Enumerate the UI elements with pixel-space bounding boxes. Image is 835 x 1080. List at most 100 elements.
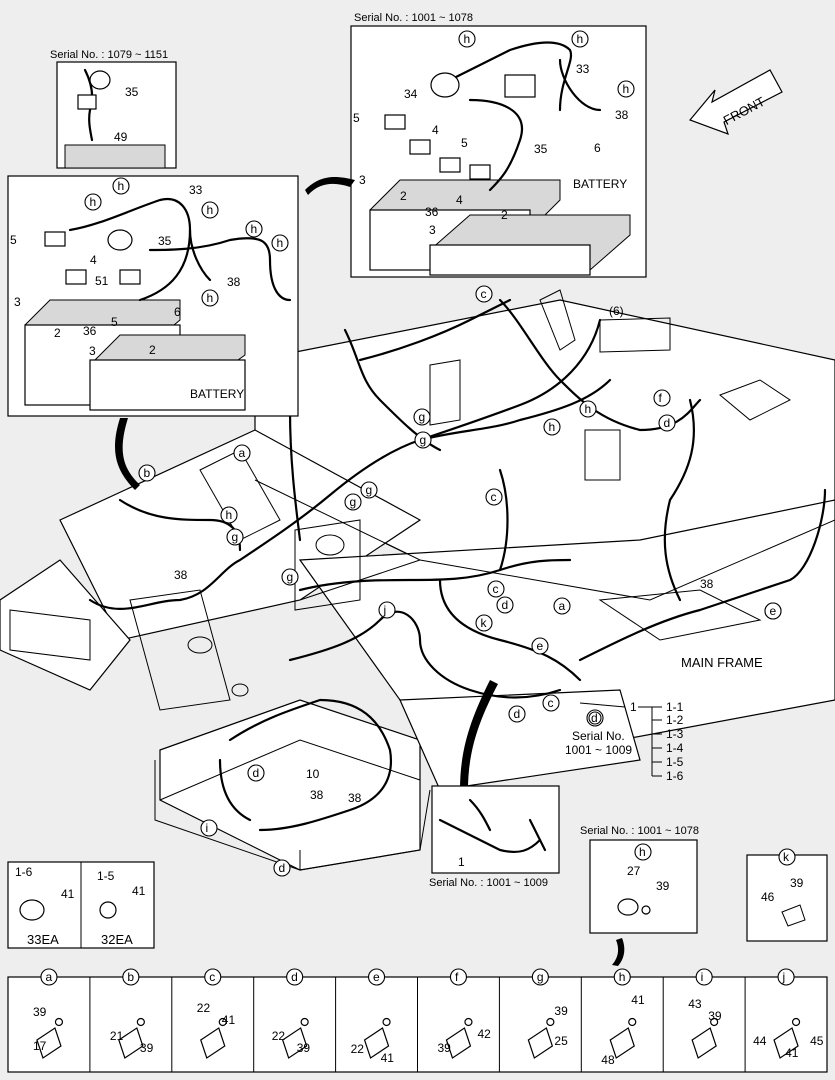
callout-number: (6): [609, 304, 624, 318]
callout-number: 2: [54, 326, 61, 340]
harness-child: 1-3: [666, 727, 684, 741]
harness-child: 1-4: [666, 741, 684, 755]
serial-top-left: Serial No. : 1079 ~ 1151: [50, 49, 168, 61]
callout-circle: [344, 493, 362, 511]
callout-number: 35: [125, 85, 139, 99]
detail-letter-circle: [286, 968, 304, 986]
callout-circle: [281, 568, 299, 586]
callout-letter: g: [419, 410, 426, 424]
part-num: 21: [110, 1029, 124, 1043]
callout-number: 4: [456, 193, 463, 207]
callout-circle: [508, 705, 526, 723]
detail-letter: i: [701, 970, 704, 984]
callout-letter: h: [623, 82, 630, 96]
callout-number: 35: [158, 234, 172, 248]
detail-letter: h: [639, 845, 646, 859]
callout-number: 3: [429, 223, 436, 237]
detail-letter-circle: [122, 968, 140, 986]
main-frame-drawing: [0, 289, 835, 871]
callout-circle: [201, 289, 219, 307]
part-glyph: [118, 1027, 144, 1059]
part-glyph: [363, 1027, 390, 1059]
part-glyph: [281, 1027, 308, 1059]
harness-child: 1-1: [666, 700, 684, 714]
part-glyph: [527, 1027, 554, 1059]
harness-root: 1: [630, 700, 637, 714]
detail-letter-circle: [531, 968, 549, 986]
detail-letter-circle: [777, 968, 795, 986]
callout-letter: h: [277, 236, 284, 250]
callout-circle: [271, 234, 289, 252]
callout-number: 3: [14, 295, 21, 309]
clamp-boxes: 1-6 41 33EA 1-5 41 32EA: [7, 861, 155, 949]
callout-number: 4: [90, 253, 97, 267]
part-glyph: [36, 1027, 62, 1059]
part-num: 45: [810, 1034, 824, 1048]
serial-bottom-center: Serial No. : 1001 ~ 1009: [429, 877, 548, 889]
callout-number: 36: [83, 324, 97, 338]
callout-circle: [553, 597, 571, 615]
callout-letter: e: [537, 639, 544, 653]
part-glyph: [200, 1027, 226, 1059]
part-num: 41: [785, 1046, 799, 1060]
part-num: 41: [381, 1051, 395, 1065]
callout-letter: a: [239, 446, 246, 460]
callout-letter: d: [279, 861, 286, 875]
part-num: 17: [33, 1039, 47, 1053]
callout-circle: [247, 764, 265, 782]
callout-letter: h: [251, 222, 258, 236]
callout-circle: [414, 431, 432, 449]
part-num: 44: [753, 1034, 767, 1048]
callout-letter: d: [253, 766, 260, 780]
clamp-id: 1-5: [97, 869, 115, 883]
callout-circle: [84, 193, 102, 211]
inset-h-detail: Serial No. : 1001 ~ 1078 h 27 39: [580, 825, 699, 934]
detail-letter: c: [209, 970, 215, 984]
part-glyph: [609, 1027, 635, 1059]
part-num: 39: [140, 1041, 154, 1055]
callout-letter: h: [207, 203, 214, 217]
serial-top-right: Serial No. : 1001 ~ 1078: [354, 12, 473, 24]
part-glyph: [445, 1027, 472, 1059]
detail-letter: d: [291, 970, 298, 984]
harness-tree: 1 1-1 1-2 1-3 1-4 1-5 1-6 d Serial No. 1…: [565, 700, 684, 783]
detail-letter: k: [783, 850, 790, 864]
part-glyph: [773, 1027, 799, 1059]
serial-h-detail: Serial No. : 1001 ~ 1078: [580, 825, 699, 837]
callout-letter: e: [770, 604, 777, 618]
callout-letter: a: [559, 599, 566, 613]
detail-letter-circle: [204, 968, 222, 986]
callout-number: 38: [174, 568, 188, 582]
callout-circle: [475, 285, 493, 303]
callout-number: 4: [432, 123, 439, 137]
callout-number: 49: [114, 130, 128, 144]
harness-child: 1-6: [666, 769, 684, 783]
callout-circle: [201, 201, 219, 219]
callout-number: 38: [227, 275, 241, 289]
callout-circle: [543, 418, 561, 436]
callout-number: 38: [700, 577, 714, 591]
callout-number: 33: [189, 183, 203, 197]
callout-number: 33: [576, 62, 590, 76]
callout-circle: [378, 601, 396, 619]
callout-number: 38: [310, 788, 324, 802]
callout-circle: [273, 859, 291, 877]
part-num: 39: [438, 1041, 452, 1055]
callout-number: 3: [89, 344, 96, 358]
callout-number: 2: [400, 189, 407, 203]
serial-letter: d: [591, 711, 598, 725]
inset-top-right: [350, 25, 647, 278]
part-num: 41: [61, 887, 75, 901]
screw-glyph: [54, 1017, 64, 1027]
detail-letter-circle: [695, 968, 713, 986]
callout-number: 38: [615, 108, 629, 122]
part-num: 41: [132, 884, 146, 898]
inset-bottom-center: 1 Serial No. : 1001 ~ 1009: [429, 785, 560, 889]
callout-circle: [579, 400, 597, 418]
callout-circle: [413, 408, 431, 426]
callout-number: 3: [359, 173, 366, 187]
wiring-harness: [88, 298, 827, 832]
part-num: 25: [554, 1034, 568, 1048]
detail-letter-circle: [40, 968, 58, 986]
